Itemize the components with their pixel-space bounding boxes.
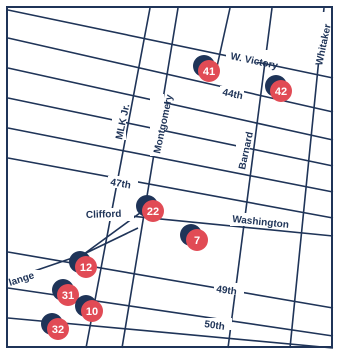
marker-22-label: 22: [147, 206, 159, 218]
label-44th: 44th: [221, 87, 243, 102]
map-frame: [6, 6, 333, 348]
marker-7-label: 7: [194, 235, 200, 247]
marker-32[interactable]: 32: [41, 313, 69, 340]
street-line-montgomery: [121, 7, 179, 349]
marker-42[interactable]: 42: [265, 75, 292, 102]
marker-42-label: 42: [275, 86, 287, 98]
label-50th: 50th: [204, 319, 226, 333]
label-47th: 47th: [109, 177, 131, 191]
marker-31[interactable]: 31: [52, 279, 79, 306]
street-line-b: [7, 97, 334, 167]
street-line-w-victory: [7, 9, 334, 79]
marker-41[interactable]: 41: [193, 55, 220, 82]
street-line-47th: [7, 157, 334, 219]
marker-10-label: 10: [86, 306, 98, 318]
marker-31-label: 31: [62, 290, 74, 302]
marker-10[interactable]: 10: [75, 295, 103, 322]
street-line-a: [7, 67, 334, 141]
label-clifford: Clifford: [86, 209, 122, 221]
marker-12-label: 12: [80, 262, 92, 274]
marker-41-label: 41: [203, 66, 215, 78]
street-line-whitaker: [289, 7, 325, 349]
label-49th: 49th: [216, 284, 238, 298]
marker-32-label: 32: [52, 324, 64, 336]
street-line-clifford-b: [83, 227, 139, 255]
marker-22[interactable]: 22: [136, 195, 164, 222]
markers: 41 42 22 7 12 31 10: [41, 55, 292, 340]
marker-12[interactable]: 12: [69, 251, 97, 278]
marker-7[interactable]: 7: [180, 224, 208, 251]
horizontal-streets: [7, 9, 334, 349]
street-line-c: [7, 127, 334, 193]
